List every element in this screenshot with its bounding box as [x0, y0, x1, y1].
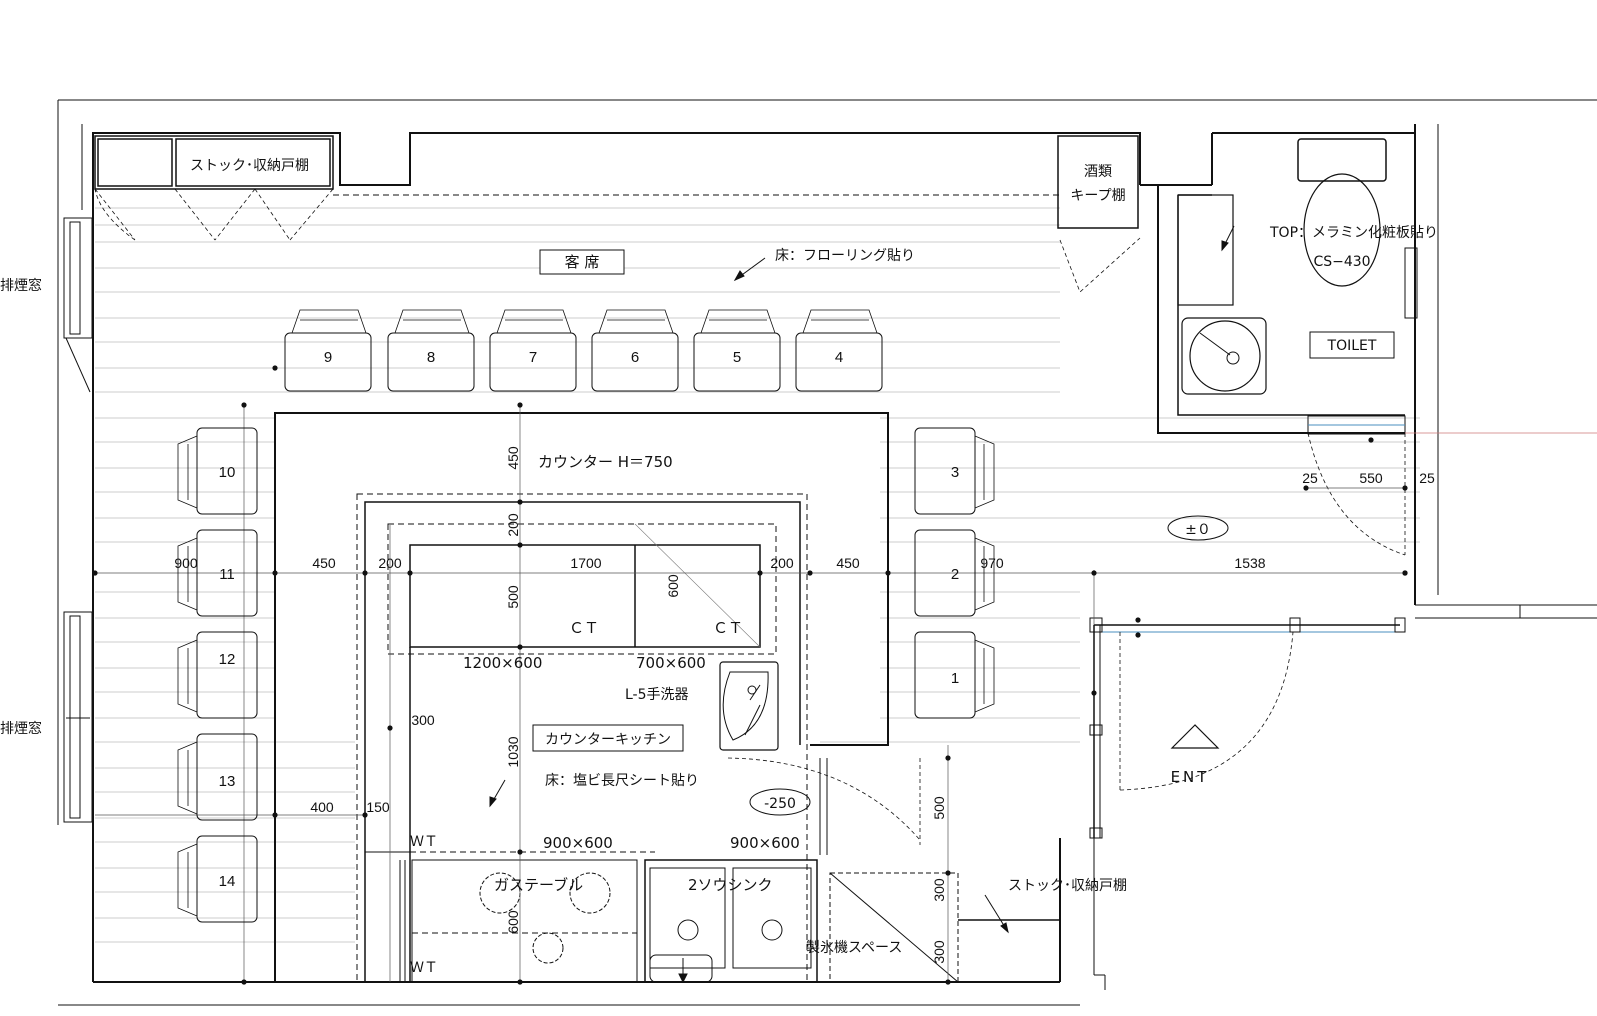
dimension-label: 300 [931, 940, 947, 964]
toilet-room [1157, 138, 1418, 556]
seat-frames-right [914, 427, 995, 719]
seat-number: 10 [219, 464, 236, 481]
equipment-900b-label: 900×600 [730, 834, 800, 852]
seat-number: 1 [951, 670, 959, 687]
equipment-900a-label: 900×600 [543, 834, 613, 852]
stock-cabinet-top-label: ストック･収納戸棚 [190, 158, 309, 174]
seat-frames-top [284, 309, 883, 392]
dimension-label: 1538 [1234, 555, 1265, 571]
dimension-lines [95, 405, 1597, 982]
seating-area-label: 客 席 [565, 253, 600, 271]
dimension-dots [92, 365, 1408, 985]
seat-number: 13 [219, 773, 236, 790]
sink-label: 2ソウシンク [688, 876, 773, 894]
liquor-keep-shelf [1057, 135, 1141, 293]
dimension-label: 450 [505, 446, 521, 470]
dimension-label: 300 [411, 712, 435, 728]
dimension-label: 300 [931, 878, 947, 902]
dimension-label: 150 [366, 799, 390, 815]
toilet-model-note: CS−430 [1313, 254, 1370, 270]
level-zero-label: ±０ [1185, 522, 1211, 538]
dimension-label: 500 [505, 585, 521, 609]
dimension-label: 450 [836, 555, 860, 571]
counter [274, 412, 889, 983]
smoke-window-lower-label: 排煙窓 [0, 720, 42, 737]
kitchen-fixtures [365, 661, 1060, 983]
toilet-label-box [1309, 331, 1395, 359]
seat-number: 9 [324, 349, 332, 366]
dimension-label: 1030 [505, 736, 521, 767]
seat-number: 11 [219, 566, 235, 583]
toilet-top-note: TOP：メラミン化粧板貼り [1269, 225, 1438, 241]
seating-label-box [539, 249, 625, 275]
level-minus-label: -250 [764, 796, 796, 812]
entrance [1089, 617, 1406, 839]
stock-cabinet-top [94, 135, 334, 241]
seat-number: 7 [529, 349, 537, 366]
seat-number: 14 [219, 873, 236, 890]
ct-right-label: ＣＴ [713, 619, 743, 637]
smoke-window-upper-label: 排煙窓 [0, 277, 42, 294]
floor-hatch [95, 207, 1420, 943]
outer-walls [57, 99, 1597, 1006]
seat-number: 6 [631, 349, 639, 366]
counter-label: カウンター H＝750 [538, 453, 673, 471]
level-zero-oval [1167, 515, 1229, 541]
toilet-room-label: TOILET [1327, 338, 1377, 354]
dimension-label: 200 [505, 513, 521, 537]
seat-number: 8 [427, 349, 435, 366]
dimension-label: 500 [931, 796, 947, 820]
seat-number: 2 [951, 566, 959, 583]
dimension-label: 400 [310, 799, 334, 815]
liquor-label-1: 酒類 [1084, 164, 1112, 180]
floor-kitchen-note: 床：塩ビ長尺シート貼り [545, 773, 699, 789]
equipment-1200-label: 1200×600 [463, 654, 542, 672]
equipment-700-label: 700×600 [636, 654, 706, 672]
seat-frames-left [177, 427, 258, 923]
seat-number: 5 [733, 349, 741, 366]
dimension-label: 900 [174, 555, 198, 571]
level-minus-oval [749, 788, 811, 816]
seat-number: 4 [835, 349, 843, 366]
counter-kitchen-label: カウンターキッチン [545, 732, 671, 748]
dimension-label: 25 [1302, 470, 1318, 486]
wt-top-label: ＷＴ [410, 834, 438, 850]
kitchen-label-box [532, 724, 684, 752]
dimension-label: 970 [980, 555, 1004, 571]
leader-arrows [489, 225, 1235, 984]
liquor-label-2: キープ棚 [1070, 188, 1125, 204]
dimension-label: 450 [312, 555, 336, 571]
hand-wash-label: L-5手洗器 [625, 687, 689, 703]
ice-machine-label: 製氷機スペース [806, 940, 902, 956]
floor-seating-note: 床：フローリング貼り [775, 248, 915, 264]
dimension-label: 600 [665, 574, 681, 598]
seat-number: 3 [951, 464, 959, 481]
dimension-label: 200 [770, 555, 794, 571]
stock-cabinet-right-label: ストック･収納戸棚 [1008, 878, 1127, 894]
dimension-label: 200 [378, 555, 402, 571]
dimension-label: 1700 [570, 555, 601, 571]
dimension-label: 550 [1359, 470, 1383, 486]
ct-left-label: ＣＴ [569, 619, 599, 637]
smoke-window-lower [63, 611, 93, 823]
wt-bottom-label: ＷＴ [410, 960, 438, 976]
dimension-label: 600 [505, 910, 521, 934]
entrance-label: ENT [1171, 768, 1210, 786]
dimension-label: 25 [1419, 470, 1435, 486]
gas-table-label: ガステーブル [494, 876, 583, 894]
smoke-window-upper [63, 217, 93, 393]
seat-number: 12 [219, 651, 236, 668]
